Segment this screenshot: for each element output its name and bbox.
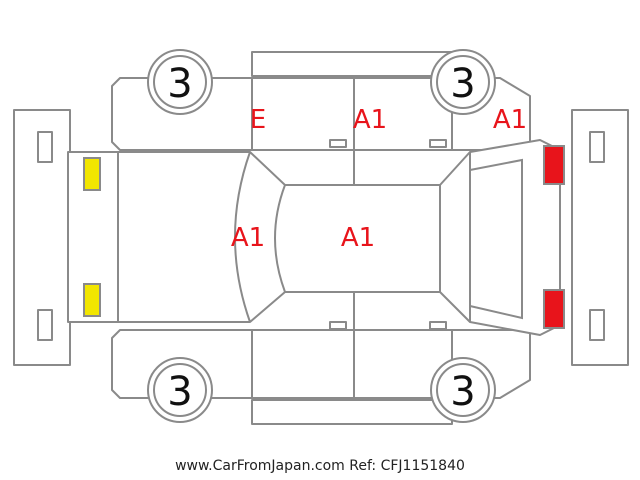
watermark-text: www.CarFromJapan.com Ref: CFJ1151840 bbox=[175, 458, 465, 474]
damage-roof: A1 bbox=[341, 223, 375, 253]
rear-left-light bbox=[543, 145, 565, 185]
rear-right-light bbox=[543, 289, 565, 329]
tyre-front-right: 3 bbox=[147, 357, 213, 423]
front-left-light bbox=[83, 157, 101, 191]
front-bumper bbox=[13, 109, 71, 366]
front-right-light bbox=[83, 283, 101, 317]
left-side-body bbox=[111, 51, 531, 185]
damage-front-left-door: E bbox=[250, 105, 266, 135]
top-view-body bbox=[67, 139, 561, 336]
rear-bumper bbox=[571, 109, 629, 366]
tyre-front-right-label: 3 bbox=[167, 369, 192, 415]
tyre-rear-left: 3 bbox=[430, 49, 496, 115]
damage-windshield: A1 bbox=[231, 223, 265, 253]
tyre-rear-right: 3 bbox=[430, 357, 496, 423]
damage-rear-left-quarter: A1 bbox=[493, 105, 527, 135]
tyre-rear-left-label: 3 bbox=[450, 61, 475, 107]
tyre-front-left: 3 bbox=[147, 49, 213, 115]
tyre-rear-right-label: 3 bbox=[450, 369, 475, 415]
damage-rear-left-door: A1 bbox=[353, 105, 387, 135]
tyre-front-left-label: 3 bbox=[167, 61, 192, 107]
